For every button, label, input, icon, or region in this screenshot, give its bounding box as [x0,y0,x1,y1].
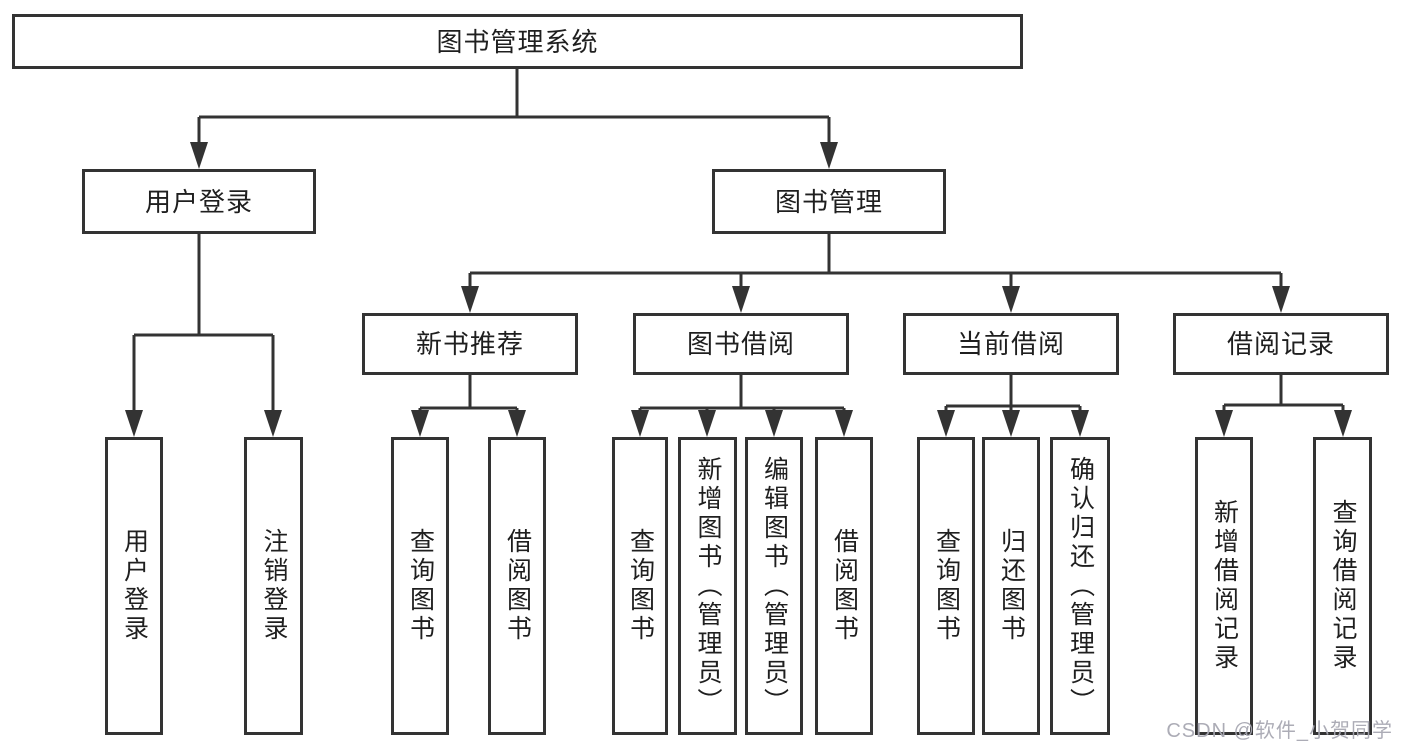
node-leaf-bb-query-books-label: 查询图书 [626,528,655,644]
node-leaf-cb-query-books: 查询图书 [917,437,975,735]
node-leaf-bb-borrow-books: 借阅图书 [815,437,873,735]
node-leaf-br-add-record: 新增借阅记录 [1195,437,1253,735]
node-leaf-bb-borrow-books-label: 借阅图书 [830,528,859,644]
node-new-book-recommend: 新书推荐 [362,313,578,375]
node-leaf-rec-borrow-books: 借阅图书 [488,437,546,735]
csdn-watermark: CSDN @软件_小贺同学 [1166,720,1393,742]
node-leaf-logout: 注销登录 [244,437,303,735]
connector-root-to-level2 [197,69,831,149]
node-book-mgmt: 图书管理 [712,169,946,234]
node-leaf-rec-borrow-books-label: 借阅图书 [503,528,532,644]
node-leaf-logout-label: 注销登录 [260,528,288,644]
node-leaf-cb-confirm-return-label: 确认归还（管理员） [1066,455,1095,717]
connector-book-mgmt-children [468,234,1283,291]
node-borrow-record: 借阅记录 [1173,313,1389,375]
node-leaf-cb-query-books-label: 查询图书 [932,528,961,644]
node-current-borrow-label: 当前借阅 [956,329,1065,359]
node-borrow-record-label: 借阅记录 [1226,329,1335,359]
node-leaf-rec-query-books: 查询图书 [391,437,449,735]
node-root: 图书管理系统 [12,14,1023,69]
node-leaf-cb-return-books-label: 归还图书 [997,528,1026,644]
node-leaf-bb-add-books: 新增图书（管理员） [678,437,737,735]
node-leaf-user-login-label: 用户登录 [120,528,149,644]
node-leaf-bb-query-books: 查询图书 [612,437,668,735]
node-new-book-recommend-label: 新书推荐 [415,329,524,359]
node-root-label: 图书管理系统 [436,26,599,57]
connector-user-login-children [132,234,275,417]
node-user-login-label: 用户登录 [144,186,253,217]
node-book-mgmt-label: 图书管理 [774,186,883,217]
connector-book-borrow-children [638,375,846,416]
node-leaf-user-login: 用户登录 [105,437,163,735]
node-leaf-bb-edit-books: 编辑图书（管理员） [745,437,803,735]
node-leaf-bb-edit-books-label: 编辑图书（管理员） [760,455,789,717]
node-leaf-br-add-record-label: 新增借阅记录 [1210,499,1239,673]
connector-borrow-record-children [1222,375,1345,416]
node-leaf-rec-query-books-label: 查询图书 [406,528,435,644]
connector-new-book-rec-children [418,375,519,416]
node-book-borrow: 图书借阅 [633,313,849,375]
node-leaf-br-query-record: 查询借阅记录 [1313,437,1372,735]
node-leaf-cb-return-books: 归还图书 [982,437,1040,735]
connector-current-borrow-children [944,375,1082,416]
node-user-login: 用户登录 [82,169,316,234]
node-leaf-br-query-record-label: 查询借阅记录 [1329,499,1357,673]
node-current-borrow: 当前借阅 [903,313,1119,375]
node-leaf-cb-confirm-return: 确认归还（管理员） [1050,437,1110,735]
node-book-borrow-label: 图书借阅 [686,329,795,359]
node-leaf-bb-add-books-label: 新增图书（管理员） [694,455,722,717]
